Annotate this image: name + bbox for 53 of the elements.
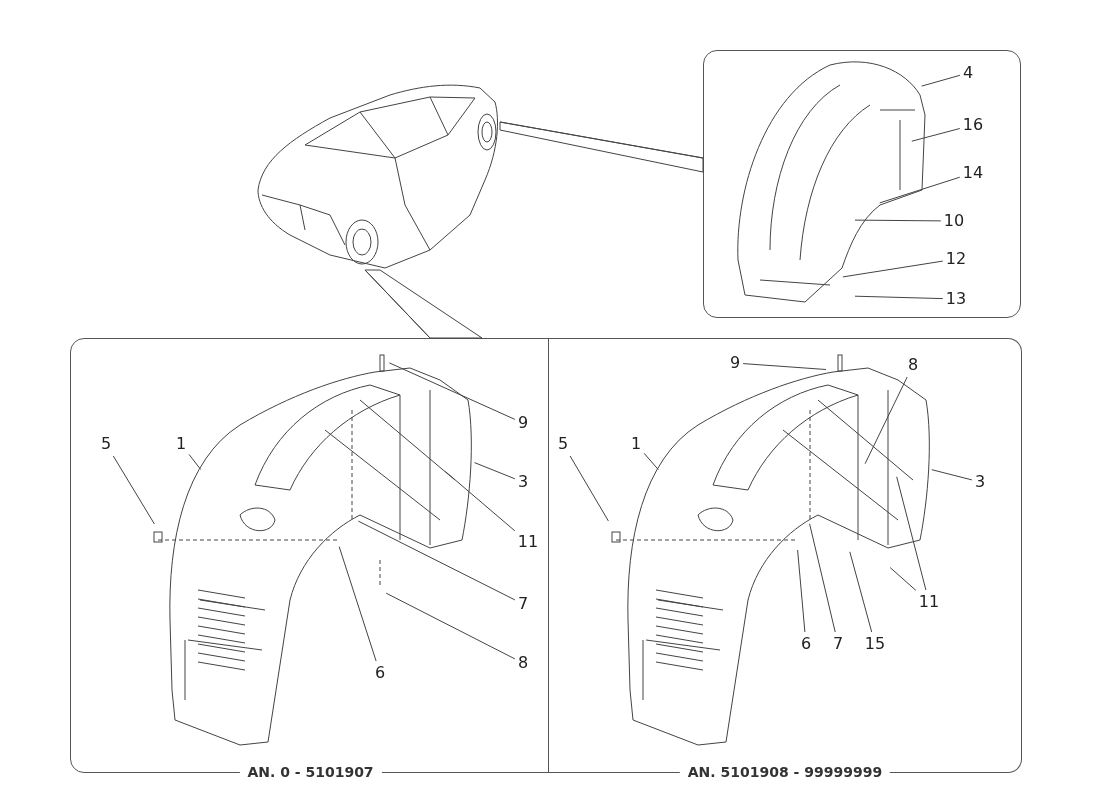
car-drawing [257, 84, 498, 269]
leader-line [896, 476, 927, 591]
view-projection-lines [364, 269, 483, 339]
callout-number: 16 [962, 116, 984, 134]
leader-line [809, 523, 836, 633]
leader-line [854, 219, 942, 222]
leader-line [188, 454, 202, 470]
view-caption: AN. 0 - 5101907 [239, 764, 382, 780]
leader-line [388, 362, 516, 420]
callout-number: 11 [918, 593, 940, 611]
leader-line [444, 471, 516, 532]
callout-number: 9 [729, 354, 741, 372]
leader-line [357, 520, 516, 601]
callout-number: 8 [517, 654, 529, 672]
leader-line [879, 176, 961, 204]
leader-line [931, 469, 973, 481]
callout-number: 6 [374, 664, 386, 682]
callout-number: 5 [100, 435, 112, 453]
callout-number: 5 [557, 435, 569, 453]
callout-number: 4 [962, 64, 974, 82]
leader-line [569, 455, 609, 522]
leader-line [842, 260, 944, 278]
view-panel [703, 50, 1021, 318]
leader-line [474, 462, 516, 480]
leader-line [889, 567, 917, 591]
callout-number: 7 [517, 595, 529, 613]
view-caption: AN. 5101908 - 99999999 [679, 764, 891, 780]
leader-line [112, 455, 155, 525]
callout-number: 15 [864, 635, 886, 653]
callout-number: 3 [517, 473, 529, 491]
callout-number: 7 [832, 635, 844, 653]
callout-number: 6 [800, 635, 812, 653]
leader-line [854, 295, 944, 300]
leader-line [921, 74, 961, 87]
callout-number: 10 [943, 212, 965, 230]
callout-number: 3 [974, 473, 986, 491]
callout-number: 9 [517, 414, 529, 432]
callout-number: 13 [945, 290, 967, 308]
callout-number: 8 [907, 356, 919, 374]
leader-line [338, 546, 377, 662]
view-projection-lines [499, 121, 704, 173]
callout-number: 12 [945, 250, 967, 268]
callout-number: 1 [175, 435, 187, 453]
leader-line [911, 128, 961, 142]
leader-line [643, 452, 659, 471]
callout-number: 14 [962, 164, 984, 182]
leader-line [385, 592, 516, 660]
leader-line [742, 363, 827, 370]
callout-number: 11 [517, 533, 539, 551]
callout-number: 1 [630, 435, 642, 453]
leader-line [849, 551, 873, 633]
leader-line [864, 376, 908, 465]
leader-line [797, 549, 806, 633]
